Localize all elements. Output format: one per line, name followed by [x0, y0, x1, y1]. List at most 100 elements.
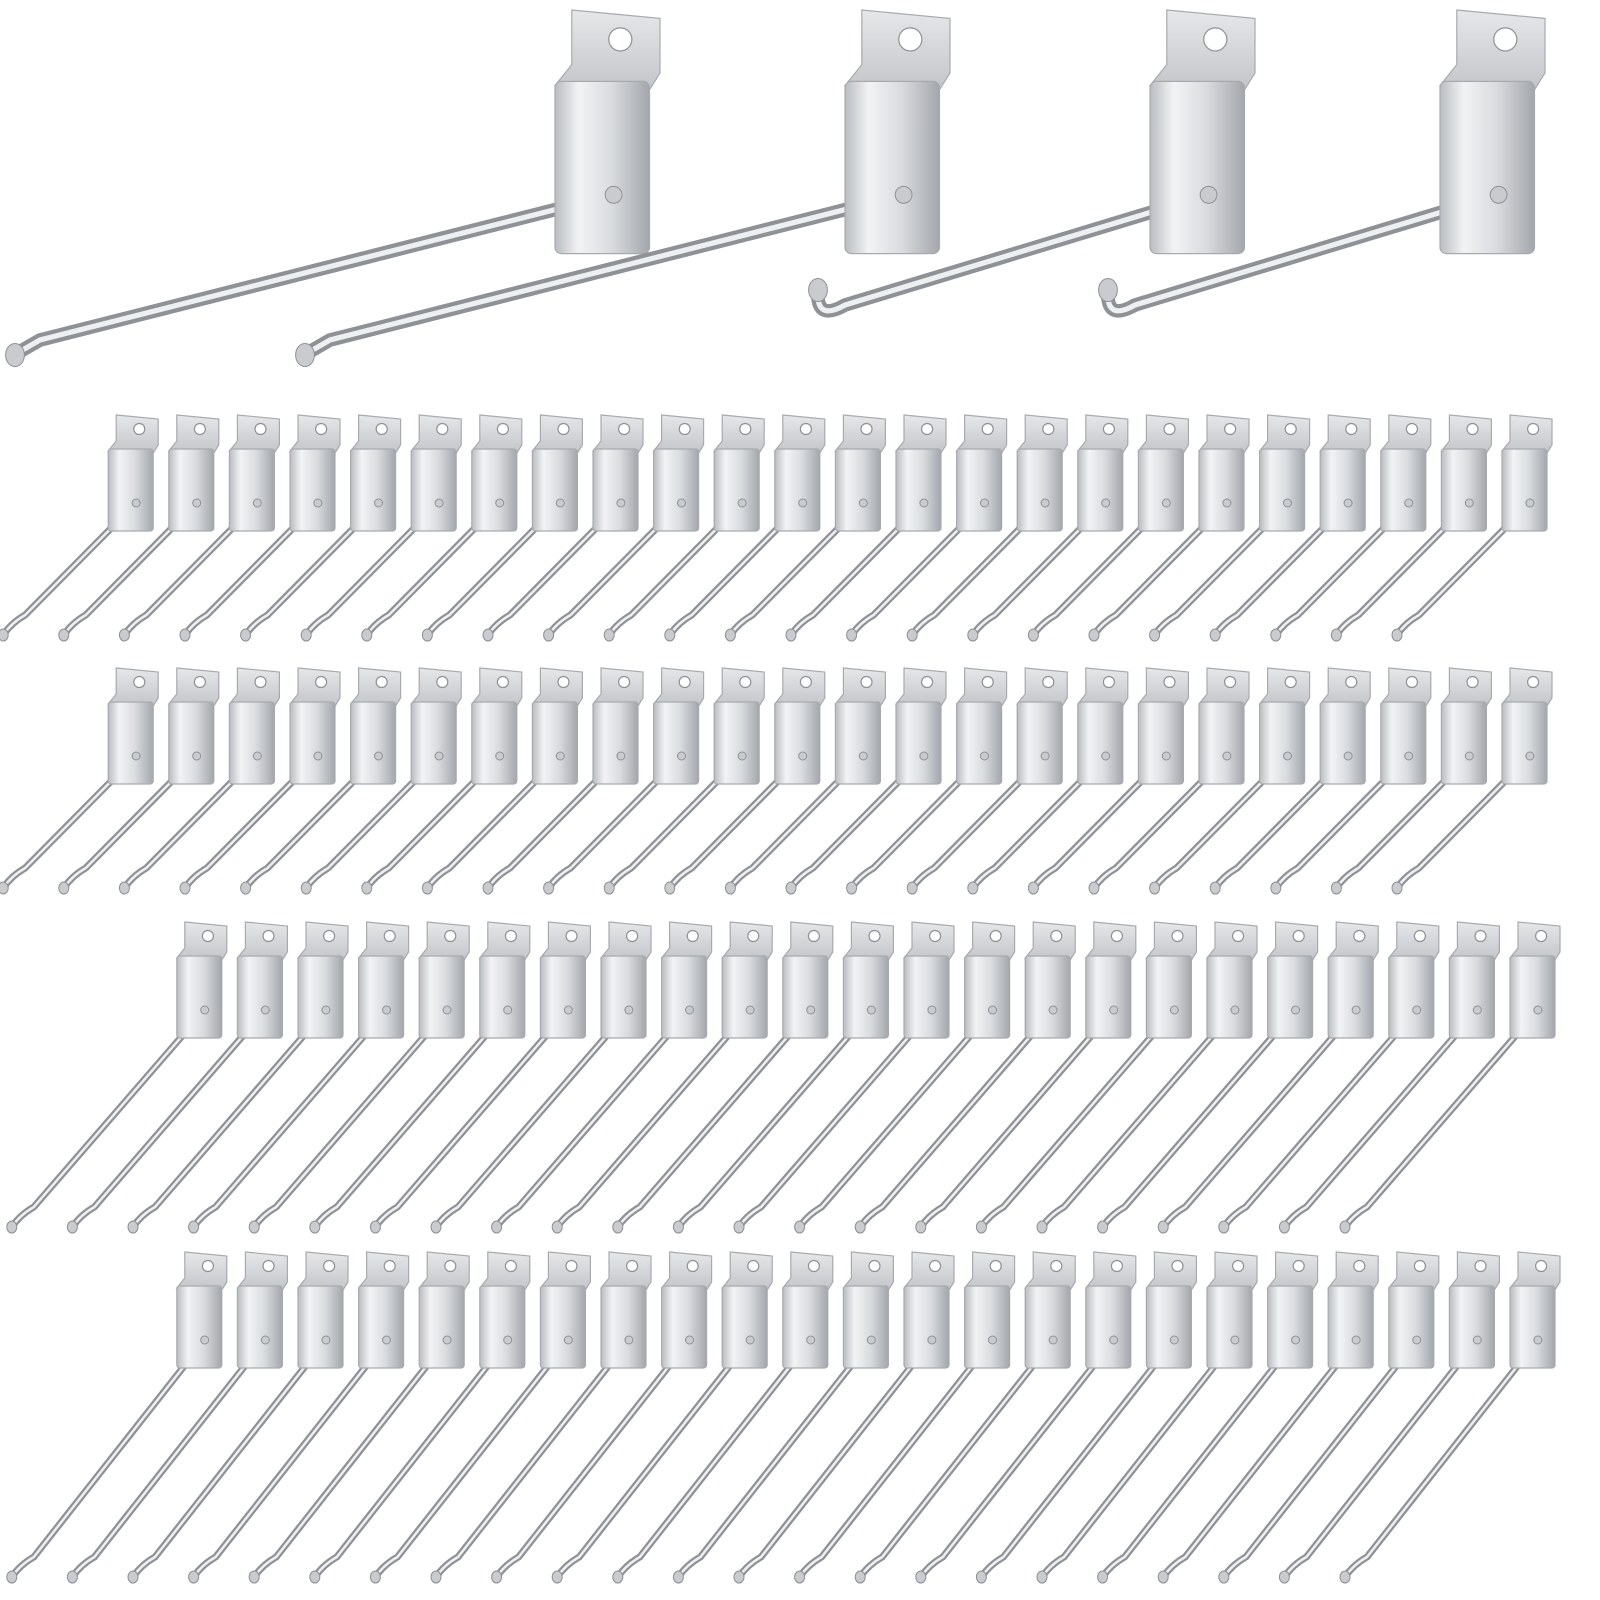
mounting-hole — [496, 422, 509, 436]
mounting-tab — [296, 1251, 349, 1291]
mounting-tab — [963, 1251, 1016, 1291]
small-hook — [0, 414, 159, 642]
mounting-hole — [436, 675, 449, 689]
rod-joint — [980, 498, 989, 508]
rod-tip — [1157, 1220, 1169, 1234]
rod-joint — [798, 751, 808, 761]
mounting-hole — [747, 1259, 760, 1273]
back-plate — [289, 701, 336, 785]
mounting-tab — [1318, 414, 1371, 454]
mounting-tab — [228, 414, 280, 454]
rod-joint — [685, 1005, 694, 1015]
mounting-tab — [1076, 414, 1129, 454]
small-hook — [421, 414, 583, 642]
rod-joint — [1101, 498, 1111, 508]
back-plate — [1077, 448, 1124, 532]
rod-joint — [260, 1335, 270, 1345]
rod-joint — [1489, 185, 1508, 204]
rod-joint — [192, 751, 202, 761]
rod-joint — [1040, 751, 1050, 761]
small-hook — [491, 921, 713, 1234]
mounting-tab — [1023, 921, 1076, 961]
small-hook — [309, 1251, 531, 1584]
mounting-tab — [175, 921, 228, 961]
rod-tip — [1270, 881, 1282, 895]
small-hook — [118, 667, 280, 895]
small-hook — [846, 667, 1008, 895]
rod-tip — [179, 628, 191, 642]
rod-tip — [1036, 1220, 1048, 1234]
rod-tip — [543, 628, 555, 642]
mounting-hole — [557, 422, 570, 436]
mounting-hole — [315, 422, 328, 436]
mounting-hole — [1042, 675, 1055, 689]
back-plate — [1266, 1285, 1314, 1369]
back-plate — [955, 701, 1003, 785]
mounting-hole — [436, 422, 449, 436]
rod-tip — [672, 1220, 684, 1234]
small-hook — [1270, 414, 1432, 642]
rod-tip — [854, 1570, 866, 1584]
small-hook — [1097, 1251, 1319, 1584]
rod-tip — [309, 1570, 321, 1584]
mounting-hole — [133, 675, 146, 689]
rod-joint — [866, 1335, 876, 1345]
mounting-tab — [1076, 667, 1129, 707]
rod-tip — [369, 1570, 381, 1584]
mounting-hole — [1292, 1259, 1305, 1273]
mounting-hole — [860, 675, 873, 689]
mounting-tab — [843, 9, 951, 91]
back-plate — [842, 955, 890, 1039]
back-plate — [1198, 448, 1245, 532]
mounting-hole — [989, 1259, 1002, 1273]
rod-tip — [1149, 881, 1161, 895]
small-hook — [967, 667, 1129, 895]
rod-tip — [66, 1220, 78, 1234]
mounting-hole — [1534, 1259, 1548, 1273]
back-plate — [236, 955, 283, 1039]
rod-tip — [975, 1220, 987, 1234]
rod-joint — [382, 1005, 391, 1015]
mounting-tab — [539, 1251, 591, 1291]
small-hook — [1149, 414, 1311, 642]
rod-joint — [1040, 498, 1050, 508]
mounting-hole — [1284, 422, 1297, 436]
mounting-hole — [799, 675, 813, 689]
mounting-hole — [920, 422, 934, 436]
small-hook — [612, 921, 834, 1234]
mounting-hole — [504, 929, 517, 943]
mounting-tab — [1205, 921, 1258, 961]
back-plate — [350, 448, 397, 532]
rod-tip — [603, 628, 615, 642]
small-hook — [66, 1251, 288, 1584]
rod-joint — [745, 1005, 755, 1015]
rod-tip — [179, 881, 191, 895]
rod-joint — [1048, 1005, 1058, 1015]
mounting-tab — [902, 921, 955, 961]
small-hook — [551, 1251, 773, 1584]
small-hook — [1218, 1251, 1440, 1584]
rod-tip — [1088, 628, 1100, 642]
rod-joint — [495, 751, 505, 761]
rod-tip — [248, 1570, 260, 1584]
mounting-hole — [565, 929, 578, 943]
back-plate — [1137, 701, 1185, 785]
small-hook — [491, 1251, 713, 1584]
mounting-tab — [531, 414, 583, 454]
mounting-tab — [1318, 667, 1371, 707]
small-hook — [612, 1251, 834, 1584]
rod-tip — [1097, 1570, 1109, 1584]
mounting-tab — [1197, 414, 1250, 454]
mounting-tab — [963, 921, 1016, 961]
mounting-hole — [1413, 929, 1427, 943]
rod-tip — [6, 1220, 18, 1234]
mounting-hole — [1474, 1259, 1487, 1273]
mounting-hole — [928, 929, 942, 943]
rod-joint — [1533, 1335, 1543, 1345]
back-plate — [1380, 701, 1427, 785]
mounting-tab — [1145, 1251, 1197, 1291]
rod-tip — [785, 881, 797, 895]
rod-tip — [58, 881, 70, 895]
rod-joint — [1291, 1335, 1300, 1345]
large-hook-4 — [1098, 9, 1546, 318]
